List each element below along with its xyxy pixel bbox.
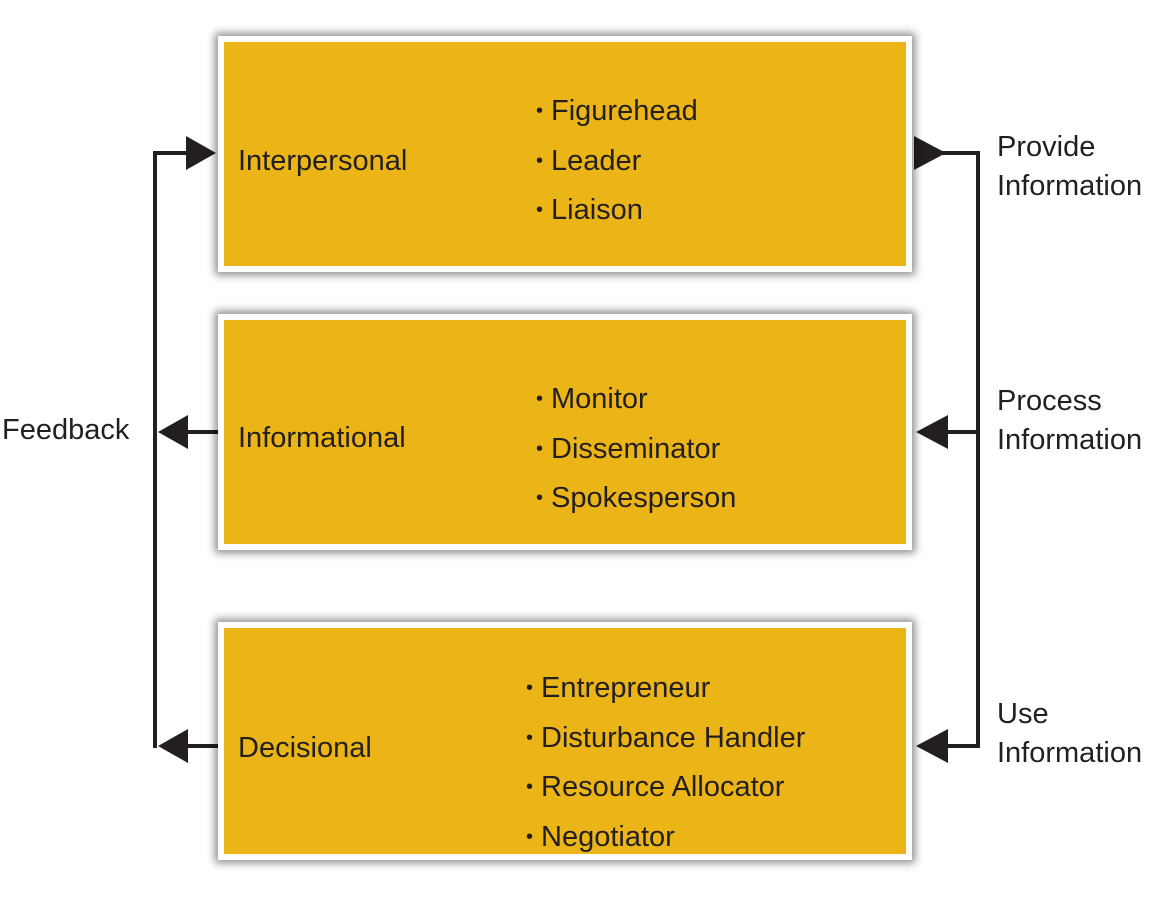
list-item: Disturbance Handler: [526, 715, 805, 765]
feedback-arrowhead-interpersonal: [186, 136, 216, 170]
process-information-label: Process Information: [997, 382, 1142, 460]
use-information-line-2: Information: [997, 737, 1143, 769]
provide-information-label: Provide Information: [997, 128, 1142, 206]
role-title-decisional: Decisional: [238, 732, 372, 764]
interpersonal-box: Interpersonal Figurehead Leader Liaison: [218, 36, 912, 272]
role-title-informational: Informational: [238, 422, 406, 454]
list-item: Monitor: [536, 376, 736, 426]
list-item: Disseminator: [536, 426, 736, 476]
role-title-interpersonal: Interpersonal: [238, 145, 408, 177]
decisional-roles-list: Entrepreneur Disturbance Handler Resourc…: [526, 665, 805, 863]
interpersonal-roles-list: Figurehead Leader Liaison: [536, 88, 698, 237]
process-arrowhead: [916, 415, 948, 449]
feedback-arrowhead-decisional: [158, 729, 188, 763]
list-item: Liaison: [536, 187, 698, 237]
list-item: Negotiator: [526, 814, 805, 864]
list-item: Resource Allocator: [526, 764, 805, 814]
list-item: Spokesperson: [536, 475, 736, 525]
provide-information-line-2: Information: [997, 170, 1143, 202]
use-information-label: Use Information: [997, 695, 1142, 773]
feedback-label: Feedback: [2, 414, 130, 446]
informational-roles-list: Monitor Disseminator Spokesperson: [536, 376, 736, 525]
process-information-line-1: Process: [997, 385, 1102, 417]
use-information-line-1: Use: [997, 698, 1049, 730]
informational-box: Informational Monitor Disseminator Spoke…: [218, 314, 912, 550]
list-item: Leader: [536, 138, 698, 188]
process-information-line-2: Information: [997, 424, 1143, 456]
provide-arrowhead: [914, 136, 946, 170]
use-arrowhead: [916, 729, 948, 763]
provide-information-line-1: Provide: [997, 131, 1096, 163]
list-item: Figurehead: [536, 88, 698, 138]
feedback-arrowhead-informational: [158, 415, 188, 449]
decisional-box: Decisional Entrepreneur Disturbance Hand…: [218, 622, 912, 860]
list-item: Entrepreneur: [526, 665, 805, 715]
